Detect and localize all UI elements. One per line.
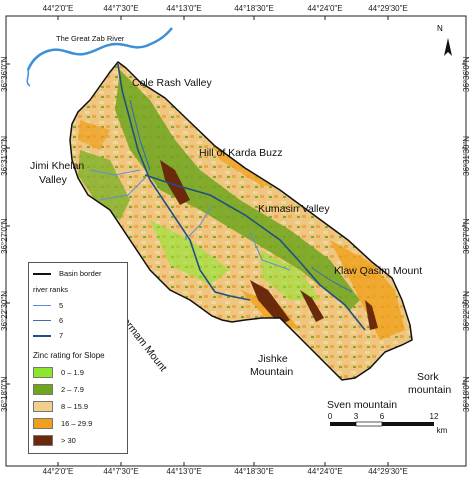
place-sork-line2: mountain (408, 384, 452, 396)
river-rank-7-line-icon (33, 334, 51, 337)
legend-basin-border: Basin border (33, 269, 102, 278)
place-hill-of-karda-buzz: Hill of Karda Buzz (199, 147, 283, 159)
legend-label: Zinc rating for Slope (33, 351, 105, 360)
legend-label: 6 (59, 316, 64, 325)
top-tick-label: 44°24'0"E (307, 4, 343, 13)
legend-label: 16 – 29.9 (61, 419, 93, 428)
top-tick-label: 44°29'30"E (368, 4, 408, 13)
bottom-tick-label: 44°29'30"E (368, 467, 408, 476)
river-rank-6-line-icon (33, 320, 51, 321)
legend-label: river ranks (33, 285, 69, 294)
top-tick-label: 44°2'0"E (42, 4, 74, 13)
legend-river-ranks-title: river ranks (33, 285, 68, 294)
legend-label: 8 – 15.9 (61, 402, 89, 411)
graticule-ticks (6, 16, 466, 466)
legend-label: > 30 (61, 436, 76, 445)
color-swatch (33, 367, 53, 378)
legend-label: 5 (59, 301, 64, 310)
left-tick-label: 36°31'30"N (0, 135, 9, 176)
place-jishke-line1: Jishke (258, 353, 288, 365)
right-tick-label: 36°18'0"N (462, 376, 471, 412)
left-tick-label: 36°36'0"N (0, 56, 9, 92)
bottom-tick-label: 44°2'0"E (42, 467, 74, 476)
legend-class-row: 16 – 29.9 (33, 418, 92, 429)
scale-tick-label: 12 (429, 412, 439, 421)
right-tick-label: 36°27'0"N (462, 218, 471, 254)
basin-slope-map (69, 60, 413, 381)
scale-tick-label: 0 (327, 412, 333, 421)
left-tick-label: 36°27'0"N (0, 218, 9, 254)
left-tick-label: 36°18'0"N (0, 376, 9, 412)
bottom-tick-label: 44°7'30"E (103, 467, 139, 476)
bottom-tick-label: 44°24'0"E (307, 467, 343, 476)
legend-class-row: 2 – 7.9 (33, 384, 84, 395)
legend-river-rank-6: 6 (33, 316, 63, 325)
place-sven-mountain: Sven mountain (327, 399, 398, 411)
top-tick-label: 44°7'30"E (103, 4, 139, 13)
river-rank-5-line-icon (33, 305, 51, 306)
legend-river-rank-5: 5 (33, 301, 63, 310)
legend-label: 0 – 1.9 (61, 368, 84, 377)
right-tick-label: 36°36'0"N (462, 56, 471, 92)
right-tick-label: 36°22'30"N (462, 290, 471, 331)
scale-tick-label: 6 (379, 412, 385, 421)
left-tick-label: 36°22'30"N (0, 290, 9, 331)
legend-label: 2 – 7.9 (61, 385, 84, 394)
river-network (89, 63, 366, 331)
place-kumasin-valley: Kumasin Valley (258, 203, 330, 215)
top-tick-label: 44°13'0"E (166, 4, 202, 13)
legend-class-row: 0 – 1.9 (33, 367, 84, 378)
legend-label: 7 (59, 331, 64, 340)
scale-tick-label: 3 (353, 412, 359, 421)
place-sork-line1: Sork (417, 371, 439, 383)
great-zab-river (26, 27, 173, 71)
place-klaw-qasim-mount: Klaw Qasim Mount (334, 265, 423, 277)
legend-slope-title: Zinc rating for Slope (33, 351, 105, 360)
place-cole-rash-valley: Cole Rash Valley (132, 77, 212, 89)
color-swatch (33, 401, 53, 412)
map-legend: Basin border river ranks 5 6 7 Zinc rati… (28, 262, 128, 454)
legend-label: Basin border (59, 269, 102, 278)
color-swatch (33, 384, 53, 395)
basin-border (69, 60, 413, 381)
place-jishke-line2: Mountain (250, 366, 294, 378)
bottom-tick-label: 44°18'30"E (234, 467, 274, 476)
legend-class-row: 8 – 15.9 (33, 401, 88, 412)
scale-bar (330, 421, 434, 427)
color-swatch (33, 435, 53, 446)
place-jimi-khelan-line1: Jimi Khelan (30, 160, 85, 172)
place-jimi-khelan-line2: Valley (39, 174, 67, 186)
basin-border-line-icon (33, 272, 51, 275)
scale-unit-label: km (436, 426, 448, 435)
north-arrow-icon (444, 38, 452, 56)
right-tick-label: 36°31'30"N (462, 135, 471, 176)
legend-river-rank-7: 7 (33, 331, 63, 340)
river-label: The Great Zab River (56, 34, 125, 43)
bottom-tick-label: 44°13'0"E (166, 467, 202, 476)
legend-class-row: > 30 (33, 435, 76, 446)
color-swatch (33, 418, 53, 429)
top-tick-label: 44°18'30"E (234, 4, 274, 13)
north-label: N (437, 24, 443, 33)
